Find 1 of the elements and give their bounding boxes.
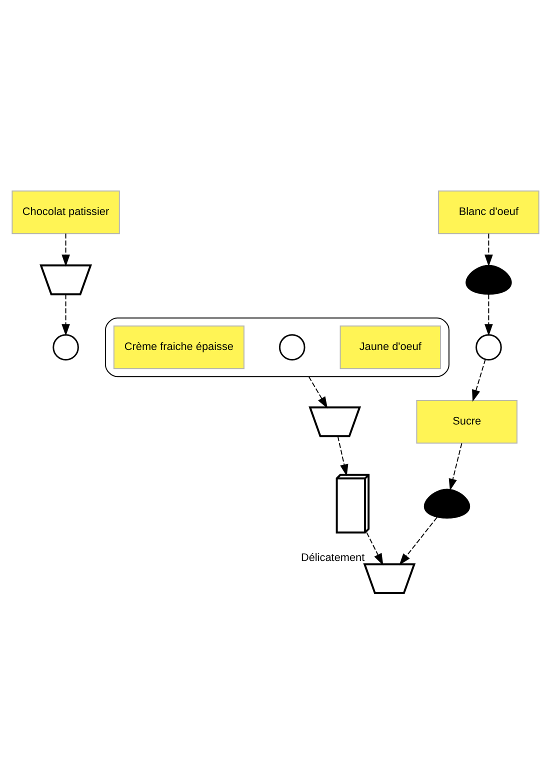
node-label: Délicatement <box>301 552 365 564</box>
